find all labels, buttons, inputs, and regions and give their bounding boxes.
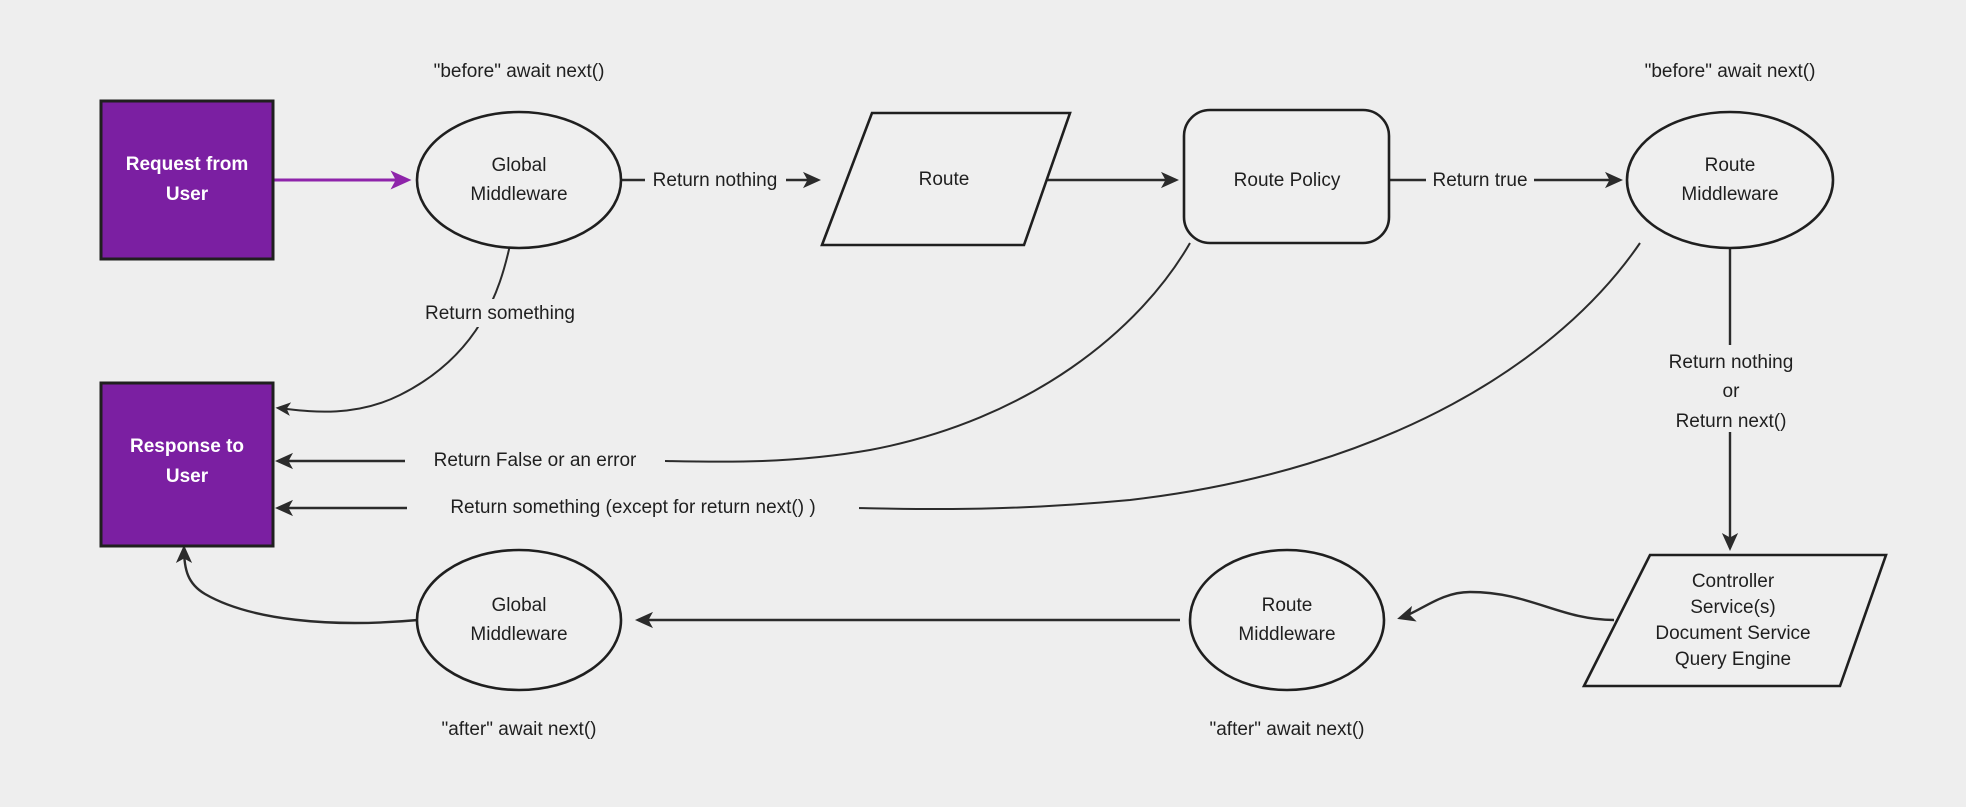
edge-label-return-something-group: Return something [405, 299, 580, 327]
request-label-line1: Request from [126, 154, 248, 175]
edge-global-middleware-to-response-curve [275, 244, 511, 416]
route-mw-before-line1: Route [1705, 155, 1756, 176]
edge-label-return-true-group: Return true [1426, 166, 1534, 194]
global-mw-after-line2: Middleware [470, 624, 567, 645]
node-route[interactable]: Route [820, 111, 1072, 247]
annotation-after-global-middleware: "after" await next() [442, 719, 597, 740]
response-label-line2: User [166, 466, 209, 487]
controller-line4: Query Engine [1675, 649, 1791, 670]
node-route-policy[interactable]: Route Policy [1182, 108, 1391, 245]
edge-label-return-nothing-group: Return nothing [645, 166, 786, 194]
edge-route-mw-to-response-curve [854, 242, 1641, 511]
route-label: Route [919, 169, 970, 190]
node-global-middleware-after[interactable]: Global Middleware [415, 548, 623, 692]
node-response-to-user[interactable]: Response to User [99, 381, 275, 548]
route-policy-label: Route Policy [1234, 170, 1341, 191]
edge-label-return-nothing: Return nothing [653, 170, 778, 191]
edge-label-return-something-except-group: Return something (except for return next… [407, 494, 859, 522]
edge-controller-to-route-mw-after [1397, 590, 1615, 622]
route-mw-before-line2: Middleware [1681, 184, 1778, 205]
edge-label-return-nothing-alt: Return nothing [1669, 352, 1794, 373]
edge-label-return-true: Return true [1432, 170, 1527, 191]
annotation-before-global-middleware: "before" await next() [434, 61, 605, 82]
edge-label-return-false-or-error: Return False or an error [434, 450, 637, 471]
edge-label-return-nothing-or-next-group: Return nothing or Return next() [1640, 348, 1822, 432]
node-route-middleware-before[interactable]: Route Middleware [1625, 110, 1835, 250]
node-route-middleware-after[interactable]: Route Middleware [1188, 548, 1386, 692]
global-mw-before-line2: Middleware [470, 184, 567, 205]
edge-route-policy-to-response-curve [664, 242, 1191, 463]
route-mw-after-line2: Middleware [1238, 624, 1335, 645]
controller-line3: Document Service [1655, 623, 1810, 644]
controller-line1: Controller [1692, 571, 1775, 592]
request-label-line2: User [166, 184, 209, 205]
edge-label-return-something-except: Return something (except for return next… [450, 497, 815, 518]
edge-global-mw-after-to-response [175, 545, 419, 625]
annotation-after-route-middleware: "after" await next() [1210, 719, 1365, 740]
global-mw-before-line1: Global [492, 155, 547, 176]
edge-label-return-next: Return next() [1676, 411, 1787, 432]
node-global-middleware-before[interactable]: Global Middleware [415, 110, 623, 250]
node-request-from-user[interactable]: Request from User [99, 99, 275, 261]
route-mw-after-line1: Route [1262, 595, 1313, 616]
edge-label-or: or [1723, 381, 1741, 402]
node-controller-services[interactable]: Controller Service(s) Document Service Q… [1581, 553, 1888, 688]
controller-line2: Service(s) [1690, 597, 1776, 618]
edge-label-return-false-group: Return False or an error [405, 447, 665, 475]
annotation-before-route-middleware: "before" await next() [1645, 61, 1816, 82]
response-label-line1: Response to [130, 436, 244, 457]
global-mw-after-line1: Global [492, 595, 547, 616]
edge-label-return-something: Return something [425, 303, 575, 324]
